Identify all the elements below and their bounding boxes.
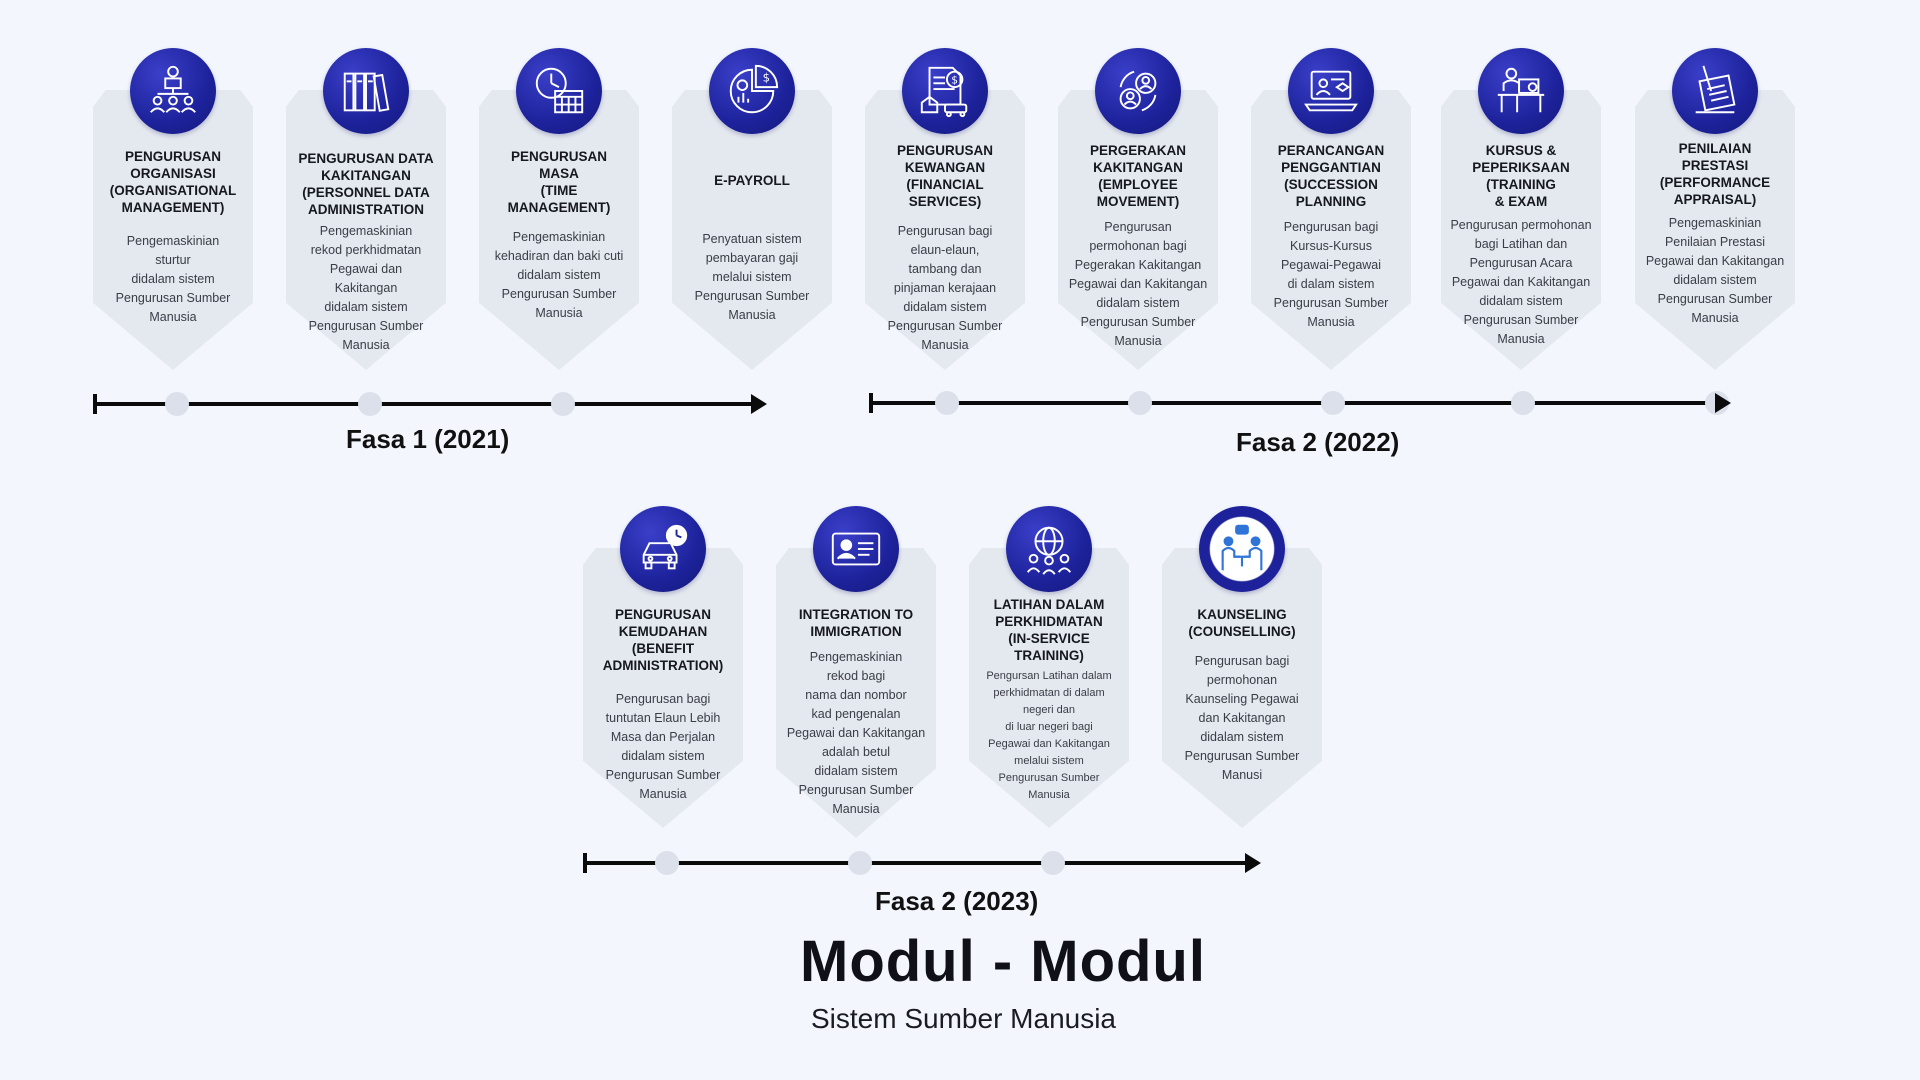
module-description: Pengemaskinian kehadiran dan baki cuti d…	[494, 230, 624, 320]
timeline-start	[869, 393, 873, 413]
module-description: Pengemaskinian rekod perkhidmatan Pegawa…	[308, 224, 424, 352]
timeline-dot	[1321, 391, 1345, 415]
phase-label: Fasa 2 (2022)	[1236, 427, 1400, 457]
card-shape	[583, 548, 743, 828]
clock-calendar-icon	[516, 48, 602, 134]
module-card-training-exam: KURSUS & PEPERIKSAAN (TRAINING & EXAM Pe…	[1441, 48, 1601, 370]
module-description: Pengursan Latihan dalam perkhidmatan di …	[986, 670, 1112, 801]
module-title: E-PAYROLL	[714, 173, 790, 188]
car-clock-icon	[620, 506, 706, 592]
module-description: Pengemaskinian sturtur didalam sistem Pe…	[115, 234, 231, 324]
module-card-e-payroll: $ E-PAYROLL Penyatuan sistem pembayaran …	[672, 48, 832, 370]
organization-chart-icon	[130, 48, 216, 134]
module-card-succession-planning: PERANCANGAN PENGGANTIAN (SUCCESSION PLAN…	[1251, 48, 1411, 370]
laptop-teacher-icon	[1288, 48, 1374, 134]
module-title: LATIHAN DALAM PERKHIDMATAN (IN-SERVICE T…	[993, 597, 1105, 663]
module-description: Pengemaskinian Penilaian Prestasi Pegawa…	[1645, 216, 1785, 325]
module-title: INTEGRATION TO IMMIGRATION	[798, 607, 914, 639]
finance-document-icon: $	[902, 48, 988, 134]
module-card-counselling: KAUNSELING (COUNSELLING) Pengurusan bagi…	[1162, 506, 1322, 828]
timeline-start	[93, 394, 97, 414]
payroll-chart-icon: $	[709, 48, 795, 134]
module-description: Pengurusan permohonan bagi Pegerakan Kak…	[1068, 220, 1208, 348]
module-card-benefit-administration: PENGURUSAN KEMUDAHAN (BENEFIT ADMINISTRA…	[583, 506, 743, 828]
card-shape	[479, 90, 639, 370]
module-title: PENGURUSAN KEWANGAN (FINANCIAL SERVICES)	[896, 143, 993, 209]
timeline-dot	[935, 391, 959, 415]
timeline-start	[583, 853, 587, 873]
timeline-dot	[848, 851, 872, 875]
timeline-arrow-head	[751, 394, 767, 414]
module-card-organisation: PENGURUSAN ORGANISASI (ORGANISATIONAL MA…	[93, 48, 253, 370]
phase-label: Fasa 2 (2023)	[875, 886, 1039, 916]
module-card-performance-appraisal: PENILAIAN PRESTASI (PERFORMANCE APPRAISA…	[1635, 48, 1795, 370]
timeline-arrow-head	[1715, 393, 1731, 413]
timeline-dot	[1511, 391, 1535, 415]
module-description: Pengurusan bagi Kursus-Kursus Pegawai-Pe…	[1273, 220, 1389, 329]
module-title: PENGURUSAN DATA KAKITANGAN (PERSONNEL DA…	[298, 151, 434, 217]
card-shape	[1441, 90, 1601, 370]
module-title: PENILAIAN PRESTASI (PERFORMANCE APPRAISA…	[1659, 141, 1771, 207]
module-description: Pengurusan bagi permohonan Kaunseling Pe…	[1184, 654, 1300, 782]
module-card-employee-movement: PERGERAKAN KAKITANGAN (EMPLOYEE MOVEMENT…	[1058, 48, 1218, 370]
module-description: Pengemaskinian rekod bagi nama dan nombo…	[786, 650, 926, 816]
card-shape	[672, 90, 832, 370]
module-title: KAUNSELING (COUNSELLING)	[1188, 607, 1296, 639]
card-shape	[1058, 90, 1218, 370]
card-shape	[969, 548, 1129, 828]
svg-text:$: $	[951, 73, 958, 86]
module-card-personnel-data: PENGURUSAN DATA KAKITANGAN (PERSONNEL DA…	[286, 48, 446, 370]
appraisal-clipboard-icon	[1672, 48, 1758, 134]
card-shape	[1162, 548, 1322, 828]
timeline-phase-2	[869, 391, 1731, 415]
card-shape	[1251, 90, 1411, 370]
timeline-phase-3	[583, 851, 1261, 875]
page-subtitle: Sistem Sumber Manusia	[811, 1003, 1117, 1034]
card-shape	[93, 90, 253, 370]
module-description: Pengurusan bagi elaun-elaun, tambang dan…	[887, 224, 1003, 352]
module-title: PENGURUSAN MASA (TIME MANAGEMENT)	[507, 149, 611, 215]
phase-label: Fasa 1 (2021)	[346, 424, 510, 454]
timeline-phase-1	[93, 392, 767, 416]
module-title: PERGERAKAN KAKITANGAN (EMPLOYEE MOVEMENT…	[1089, 143, 1186, 209]
employee-exchange-icon	[1095, 48, 1181, 134]
binders-icon	[323, 48, 409, 134]
module-card-in-service-training: LATIHAN DALAM PERKHIDMATAN (IN-SERVICE T…	[969, 506, 1129, 828]
timeline-dot	[358, 392, 382, 416]
timeline-dot	[655, 851, 679, 875]
module-card-time-management: PENGURUSAN MASA (TIME MANAGEMENT) Pengem…	[479, 48, 639, 370]
card-shape	[286, 90, 446, 370]
timeline-dot	[1128, 391, 1152, 415]
page-title: Modul - Modul	[800, 929, 1206, 994]
module-description: Penyatuan sistem pembayaran gaji melalui…	[694, 232, 810, 322]
module-card-integration-immigration: INTEGRATION TO IMMIGRATION Pengemaskinia…	[776, 506, 936, 838]
module-description: Pengurusan permohonan bagi Latihan dan P…	[1450, 218, 1592, 346]
timeline-dot	[551, 392, 575, 416]
timeline-dot	[1041, 851, 1065, 875]
timeline-arrow-head	[1245, 853, 1261, 873]
global-network-icon	[1006, 506, 1092, 592]
module-card-financial-services: $ PENGURUSAN KEWANGAN (FINANCIAL SERVICE…	[865, 48, 1025, 370]
module-title: PENGURUSAN KEMUDAHAN (BENEFIT ADMINISTRA…	[602, 607, 724, 673]
timeline-dot	[165, 392, 189, 416]
svg-text:$: $	[763, 70, 770, 84]
id-card-icon	[813, 506, 899, 592]
module-title: PERANCANGAN PENGGANTIAN (SUCCESSION PLAN…	[1277, 143, 1385, 209]
module-title: PENGURUSAN ORGANISASI (ORGANISATIONAL MA…	[109, 149, 237, 215]
classroom-exam-icon	[1478, 48, 1564, 134]
counselling-icon	[1199, 506, 1285, 592]
module-title: KURSUS & PEPERIKSAAN (TRAINING & EXAM	[1472, 143, 1570, 209]
card-shape	[865, 90, 1025, 370]
card-shape	[776, 548, 936, 838]
module-description: Pengurusan bagi tuntutan Elaun Lebih Mas…	[605, 692, 721, 801]
card-shape	[1635, 90, 1795, 370]
